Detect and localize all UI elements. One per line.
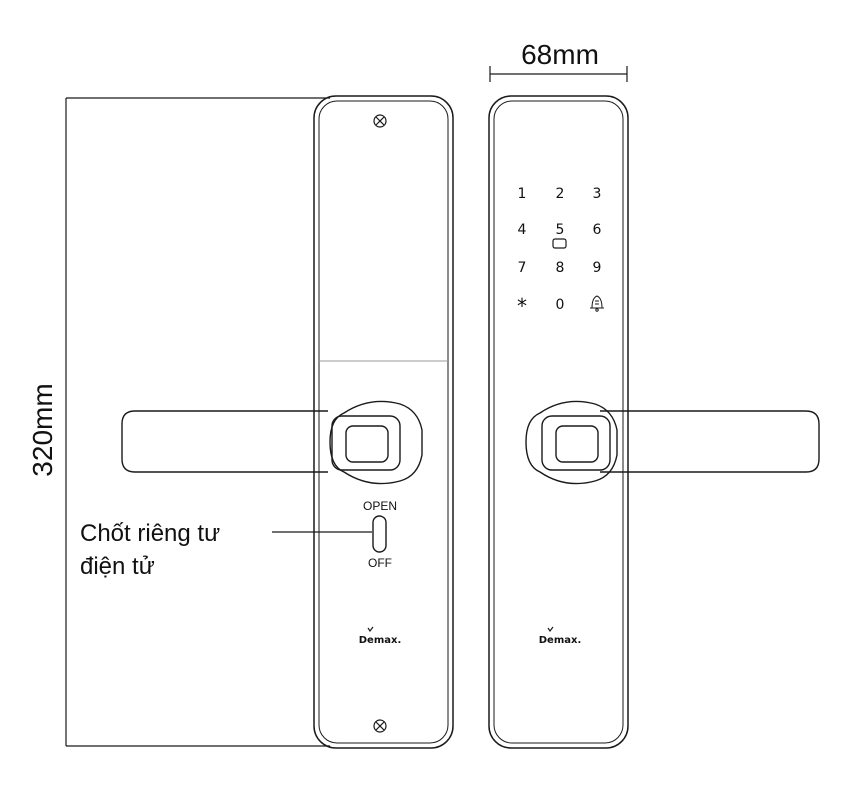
- brand-logo-right: Demax.: [539, 635, 582, 646]
- keypad-key: *: [517, 294, 527, 318]
- keypad-key: 1: [518, 186, 527, 202]
- outer-lock-body: [488, 95, 820, 749]
- outer-plate-inner: [493, 100, 624, 744]
- brand-leaf-icon: [367, 626, 374, 633]
- bell-icon: [590, 295, 604, 312]
- privacy-switch: [372, 515, 387, 553]
- keypad-key: 5: [556, 222, 565, 238]
- inner-lock-body: [121, 95, 454, 749]
- outer-handle: [600, 410, 820, 473]
- inner-plate-inner: [318, 100, 449, 744]
- keypad: 1 2 3 4 5 6 7 8 9 * 0: [517, 186, 604, 318]
- outer-handle-hub-inner: [555, 425, 599, 463]
- switch-open-label: OPEN: [363, 499, 397, 513]
- switch-off-label: OFF: [368, 556, 392, 570]
- callout-label-line1: Chốt riêng tư: [80, 520, 220, 547]
- width-dimension: [489, 66, 628, 82]
- keypad-key: 2: [556, 186, 565, 202]
- inner-plate-outer: [313, 95, 454, 749]
- keypad-key: 9: [593, 260, 602, 276]
- card-reader-icon: [552, 238, 567, 249]
- outer-rosette: [525, 400, 618, 485]
- inner-handle-hub-outer: [331, 415, 401, 471]
- outer-handle-hub-outer: [541, 415, 611, 471]
- inner-handle: [121, 410, 328, 473]
- keypad-key: 4: [518, 222, 527, 238]
- keypad-key: 0: [556, 297, 565, 313]
- brand-logo-left: Demax.: [359, 635, 402, 646]
- height-dimension: [65, 97, 330, 747]
- screw-icon: [373, 719, 387, 733]
- keypad-key: 7: [518, 260, 527, 276]
- outer-plate-outer: [488, 95, 629, 749]
- inner-handle-hub-inner: [345, 425, 389, 463]
- callout-label-line2: điện tử: [80, 553, 155, 580]
- inner-rosette: [329, 400, 423, 485]
- height-dimension-label: 320mm: [27, 383, 58, 476]
- width-dimension-label: 68mm: [521, 39, 599, 70]
- keypad-key: 6: [593, 222, 602, 238]
- screw-icon: [373, 114, 387, 128]
- keypad-key: 8: [556, 260, 565, 276]
- brand-leaf-icon: [547, 626, 554, 633]
- keypad-key: 3: [593, 186, 602, 202]
